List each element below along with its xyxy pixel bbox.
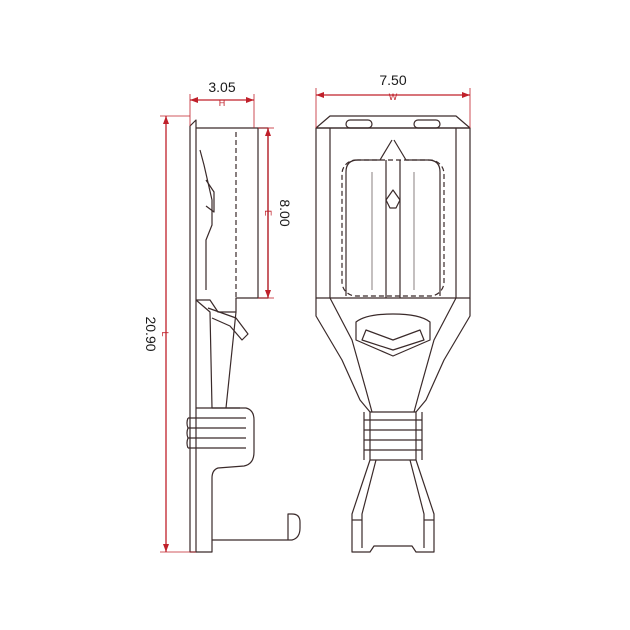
side-spring-tab <box>205 179 215 213</box>
front-view <box>315 115 471 553</box>
front-top-edge <box>315 115 471 129</box>
side-neck <box>195 299 240 409</box>
dim-l-arrow-top <box>163 116 169 124</box>
front-lance-inner <box>361 329 425 351</box>
dim-h-value: 3.05 <box>208 79 235 95</box>
side-back-plate <box>189 119 197 553</box>
front-slot-left <box>345 119 373 129</box>
side-insulation-crimp <box>212 513 301 541</box>
dim-l-value: 20.90 <box>143 316 159 351</box>
dim-h-arrow-right <box>246 97 254 103</box>
front-spring-right <box>393 139 441 296</box>
front-neck-outline <box>315 298 471 413</box>
front-lance <box>355 313 431 357</box>
front-neck-inner <box>329 297 457 413</box>
dim-h-arrow-left <box>190 97 198 103</box>
dim-w-value: 7.50 <box>379 72 406 88</box>
dim-w-arrow-right <box>462 92 470 98</box>
side-receptacle-body <box>196 127 269 313</box>
front-spring-left <box>345 139 393 296</box>
dim-e-arrow-bottom <box>265 290 271 298</box>
front-insulation-inner <box>361 459 425 548</box>
dim-e-value: 8.00 <box>277 199 293 226</box>
side-neck-front <box>225 311 237 409</box>
dimension-lines <box>160 88 471 553</box>
front-receptacle-body <box>315 127 471 299</box>
dim-h-letter: H <box>219 98 226 108</box>
front-insulation-crimp <box>351 459 435 553</box>
front-dimple <box>385 189 401 209</box>
side-crimp-rib-caps <box>186 417 189 449</box>
dim-l-arrow-bottom <box>163 544 169 552</box>
side-lance <box>207 307 249 341</box>
side-wire-crimp <box>196 407 255 553</box>
dim-w-letter: W <box>389 92 398 102</box>
dim-w-arrow-left <box>316 92 324 98</box>
front-hidden-cavity <box>341 159 445 297</box>
front-slot-right <box>413 119 441 129</box>
side-spring-contact <box>199 149 213 290</box>
side-view <box>186 119 301 553</box>
front-crimp-body <box>369 411 417 461</box>
dim-l-letter: L <box>160 331 170 336</box>
dim-e-letter: E <box>263 210 273 216</box>
dim-e-arrow-top <box>265 128 271 136</box>
